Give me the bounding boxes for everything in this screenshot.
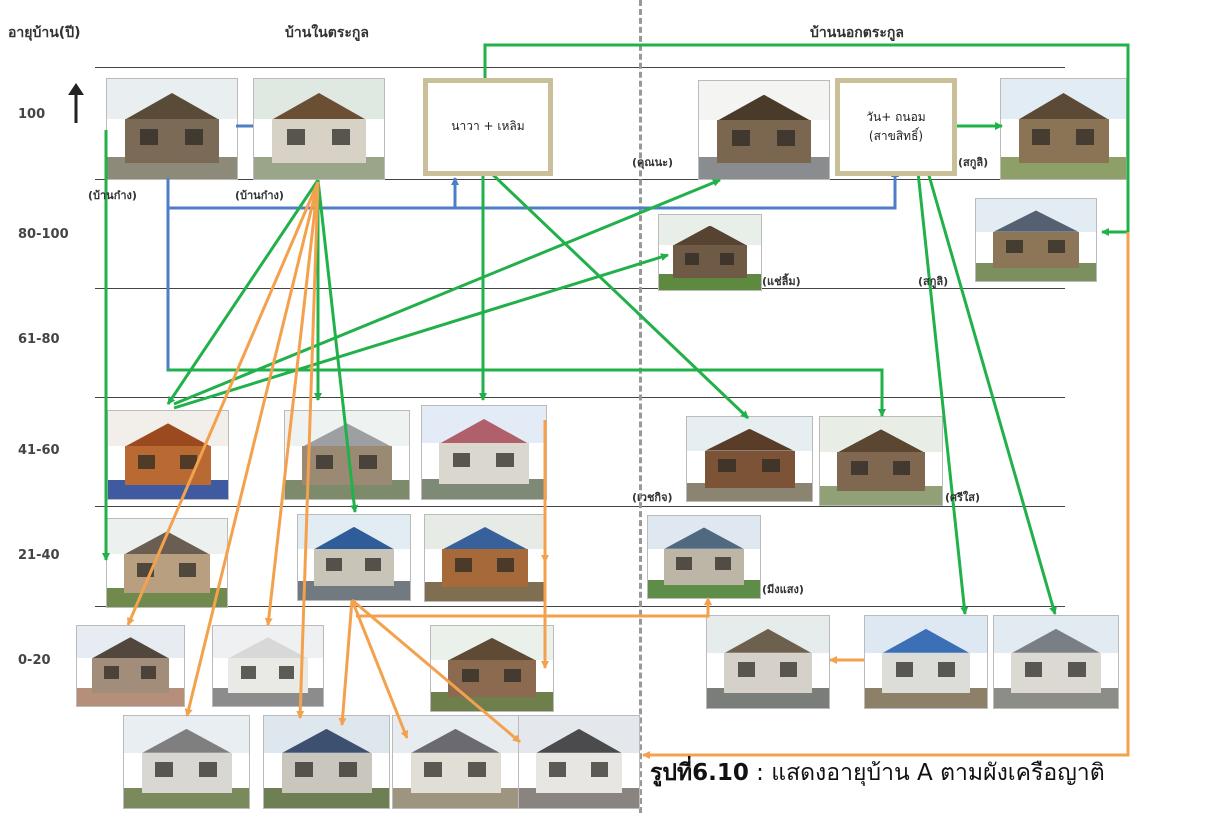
house-photo <box>975 198 1097 282</box>
house-label: (เวชกิจ) <box>632 491 673 504</box>
green-arrow <box>173 178 721 406</box>
house-photo <box>421 405 547 500</box>
house-photo <box>706 615 830 709</box>
inside-lineage-header: บ้านในตระกูล <box>285 25 369 41</box>
orange-arrow <box>296 181 320 719</box>
house-label: (บ้านก๋าง) <box>88 189 137 202</box>
house-label: (ศรีใส) <box>945 491 981 504</box>
row-line <box>95 179 1065 180</box>
row-line <box>95 288 1065 289</box>
house-photo <box>1000 78 1127 180</box>
house-photo <box>297 514 411 601</box>
green-arrow <box>168 368 886 417</box>
house-label: (แช่ลิ้ม) <box>762 275 801 288</box>
house-label: (คุณนะ) <box>632 156 674 169</box>
house-photo <box>424 514 546 602</box>
house-label: (สกูลิ) <box>918 275 949 288</box>
age-row-80-100: 80-100 <box>18 227 69 242</box>
house-photo <box>647 515 761 599</box>
green-arrow <box>166 179 320 405</box>
couple-box-left: นาวา + เหลิม <box>423 78 553 176</box>
house-photo <box>263 715 390 809</box>
row-line <box>95 397 1065 398</box>
house-photo <box>107 410 229 500</box>
couple-box-right: วัน+ ถนอม (สาขสิทธิ์) <box>835 78 957 176</box>
house-photo <box>819 416 943 506</box>
house-photo <box>392 715 519 809</box>
orange-arrow <box>184 181 320 717</box>
house-photo <box>106 78 238 180</box>
blue-arrow <box>455 169 899 210</box>
row-line <box>95 506 1065 507</box>
age-row-100: 100 <box>18 107 46 122</box>
age-row-41-60: 41-60 <box>18 443 60 458</box>
house-photo <box>430 625 554 712</box>
age-row-61-80: 61-80 <box>18 332 60 347</box>
house-photo <box>123 715 250 809</box>
row-line <box>95 67 1065 68</box>
orange-arrow <box>338 599 354 726</box>
figure-caption-text: : แสดงอายุบ้าน A ตามผังเครือญาติ <box>748 760 1105 786</box>
age-row-21-40: 21-40 <box>18 548 60 563</box>
orange-arrow <box>351 598 521 744</box>
house-photo <box>518 715 640 809</box>
house-label: (สกูลิ) <box>958 156 989 169</box>
green-arrow <box>483 43 1130 236</box>
house-photo <box>993 615 1119 709</box>
house-photo <box>658 214 762 291</box>
house-label: (มีงแสง) <box>762 583 804 596</box>
age-axis-header: อายุบ้าน(ปี) <box>8 25 81 41</box>
row-line <box>95 606 1065 607</box>
house-photo <box>698 80 830 180</box>
green-arrow <box>926 171 1057 615</box>
figure-caption-number: รูปที่6.10 <box>650 760 749 786</box>
house-photo <box>686 416 813 502</box>
lineage-divider <box>639 0 642 813</box>
orange-arrow <box>126 181 320 626</box>
green-arrow <box>488 170 750 420</box>
green-arrow <box>316 179 359 513</box>
outside-lineage-header: บ้านนอกตระกูล <box>810 25 904 41</box>
house-photo <box>76 625 185 707</box>
green-arrow <box>173 253 669 410</box>
house-photo <box>212 625 324 707</box>
figure-caption: รูปที่6.10 : แสดงอายุบ้าน A ตามผังเครือญ… <box>650 755 1105 791</box>
up-arrow-icon <box>68 83 84 123</box>
house-photo <box>864 615 988 709</box>
green-arrow <box>916 171 969 615</box>
orange-arrow <box>264 181 320 626</box>
orange-arrow <box>356 597 712 618</box>
house-photo <box>253 78 385 180</box>
house-label: (บ้านก๋าง) <box>235 189 284 202</box>
couple-box-left-text: นาวา + เหลิม <box>451 119 525 134</box>
age-row-0-20: 0-20 <box>18 653 51 668</box>
couple-box-right-text: วัน+ ถนอม (สาขสิทธิ์) <box>866 109 926 143</box>
orange-arrow <box>350 599 409 739</box>
orange-arrow <box>642 232 1130 759</box>
